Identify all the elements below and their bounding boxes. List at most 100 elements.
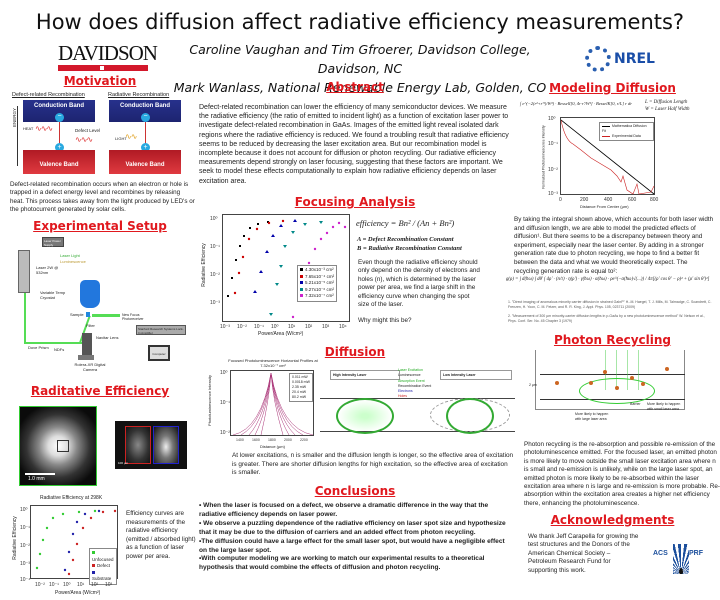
diagram-frame [535,350,685,410]
x-tick: 2000 [284,438,292,442]
defect-level-label: Defect Level [75,128,101,133]
heat-wave-icon: ∿∿∿ [35,124,53,133]
legend-laser-light: Laser Light [60,253,80,258]
motivation-heading: Motivation [63,74,137,88]
layer-bottom [320,431,515,432]
x-axis-label: Power/Area (W/cm²) [55,590,101,596]
chart-legend: Mathematica Diffusion Fit Experimental D… [599,122,654,141]
x-tick: 10¹ [288,324,296,330]
navitar-lens-label: Navitar Lens [96,335,119,340]
luminescence-beam [92,314,120,317]
x-tick: 200 [580,197,589,203]
authors: Caroline Vaughan and Tim Gfroerer, David… [170,40,550,97]
y-tick: 10⁻¹ [548,141,558,147]
x-tick: 10⁰ [63,582,71,588]
experimental-setup-diagram: Laser Power Supply Laser 2W @ 532nm Lase… [10,235,195,375]
davidson-logo-text: DAVIDSON [58,41,158,65]
thickness-label: 2 µm [529,383,537,387]
diffusion-heading: Diffusion [324,345,386,359]
y-tick: 10⁻¹ [210,244,220,250]
layer-top [540,374,685,375]
constant-a-definition: A = Defect Recombination Constant [357,236,454,243]
zoom-region [57,440,69,452]
legend-laser-excitation: Laser Excitation [398,368,423,372]
excitation-region [579,378,655,404]
conclusions-heading: Conclusions [314,484,396,498]
carrier-icon [630,376,634,380]
laser-box [18,250,30,293]
y-tick: 10⁻⁴ [20,577,31,583]
valence-band-left: Valence Band [23,150,95,174]
nrel-logo: NREL [585,46,655,72]
modeling-chart: Mathematica Diffusion Fit Experimental D… [540,115,660,215]
cryostat-label: Variable Temp Cryostat [40,290,66,300]
transition-arrow [145,122,146,144]
legend-holes: Holes [398,394,407,399]
conclusion-item: •With computer modeling we are working t… [199,555,485,572]
legend-item: 5.21x10⁻⁵ cm² [300,280,334,287]
carrier-icon [641,382,645,386]
sample-label: Sample [70,312,84,317]
x-axis-label: Distance From Center (µm) [580,204,629,209]
barrier-label: Barrier [630,402,641,406]
sample [86,312,90,317]
x-tick: 2200 [300,438,308,442]
high-intensity-excitation-region [336,398,394,434]
carrier-icon [665,367,669,371]
laser-label: Laser 2W @ 532nm [36,265,59,275]
chart-plot-area: Unfocused Defect Substrate [30,505,118,585]
laser-power-supply: Laser Power Supply [42,237,64,247]
y-tick: 10⁻¹ [220,400,230,406]
ndfs-label: NDFs [54,347,65,352]
label-defect-recombination: Defect-related Recombination [12,92,85,98]
legend-item: 80.2 mW [292,395,307,399]
valence-band-right: Valence Band [109,150,181,174]
y-tick: 10⁻³ [20,561,30,567]
acs-prf-burst-icon [673,544,689,574]
chart-title: Radiative Efficiency at 298K [40,495,103,501]
x-tick: 0 [559,197,562,203]
note-small-area: More likely to happen with small laser a… [647,402,681,411]
carrier-icon [555,381,559,385]
x-tick: 10³ [105,582,113,588]
authors-line-1: Caroline Vaughan and Tim Gfroerer, David… [189,42,531,76]
modeling-text: By taking the integral shown above, whic… [514,216,714,275]
photon-recycling-diagram: 2 µm Barrier More likely to happen with … [529,350,685,430]
acknowledgments-heading: Acknowledgments [550,513,675,527]
x-tick: 10⁻² [237,324,247,330]
legend-item: Substrate [92,570,114,583]
conduction-band-left: Conduction Band [23,100,95,122]
y-tick: 10⁻³ [210,300,220,306]
legend-absorption: Absorption Event [398,378,425,383]
diffusion-text: At lower excitations, n is smaller and t… [232,452,514,477]
conclusion-item: • We observe a puzzling dependence of th… [199,519,506,536]
y-tick: 10⁰ [548,116,556,122]
y-tick: 10⁻² [548,167,558,173]
low-intensity-label: Low Intensity Laser [440,370,512,380]
focusing-heading: Focusing Analysis [294,195,416,209]
chart-plot-area: 0.011 mW 0.0018 mW 2.35 mW 20.4 mW 80.2 … [230,370,314,436]
chart-plot-area: 4.30x10⁻³ cm² 7.65x10⁻⁴ cm² 5.21x10⁻⁵ cm… [222,214,350,322]
abstract-text: Defect-related recombination can lower t… [199,104,509,185]
y-tick: 10⁻² [20,543,30,549]
zoom-scale-label: 100 µm [118,461,129,465]
scale-bar [25,473,55,475]
x-tick: 1800 [268,438,276,442]
diffusion-legend: Laser Excitation Luminescence Absorption… [398,368,431,400]
legend-recombination: Recombination Event [398,383,432,388]
focusing-chart: 4.30x10⁻³ cm² 7.65x10⁻⁴ cm² 5.21x10⁻⁵ cm… [198,212,358,337]
motivation-text: Defect-related recombination occurs when… [10,181,195,213]
focusing-question: Why might this be? [358,317,412,324]
transition-arrow [59,122,60,144]
acknowledgments-text: We thank Jeff Carapella for growing the … [528,533,639,574]
x-axis-label: Distance (µm) [260,444,285,449]
carrier-icon [603,370,607,374]
diffusion-fit-plot [560,119,655,195]
nrel-ring-icon [585,46,611,72]
photon-recycling-heading: Photon Recycling [553,333,672,347]
legend-item: Defect [92,563,114,570]
x-axis-label: Power/Area (W/cm²) [258,331,304,337]
efficiency-scatter [35,509,117,576]
pl-profile-chart: Focused Photoluminescence Horizontal Pro… [198,358,318,450]
radiative-efficiency-chart: Radiative Efficiency at 298K Unfocused D… [5,495,120,600]
